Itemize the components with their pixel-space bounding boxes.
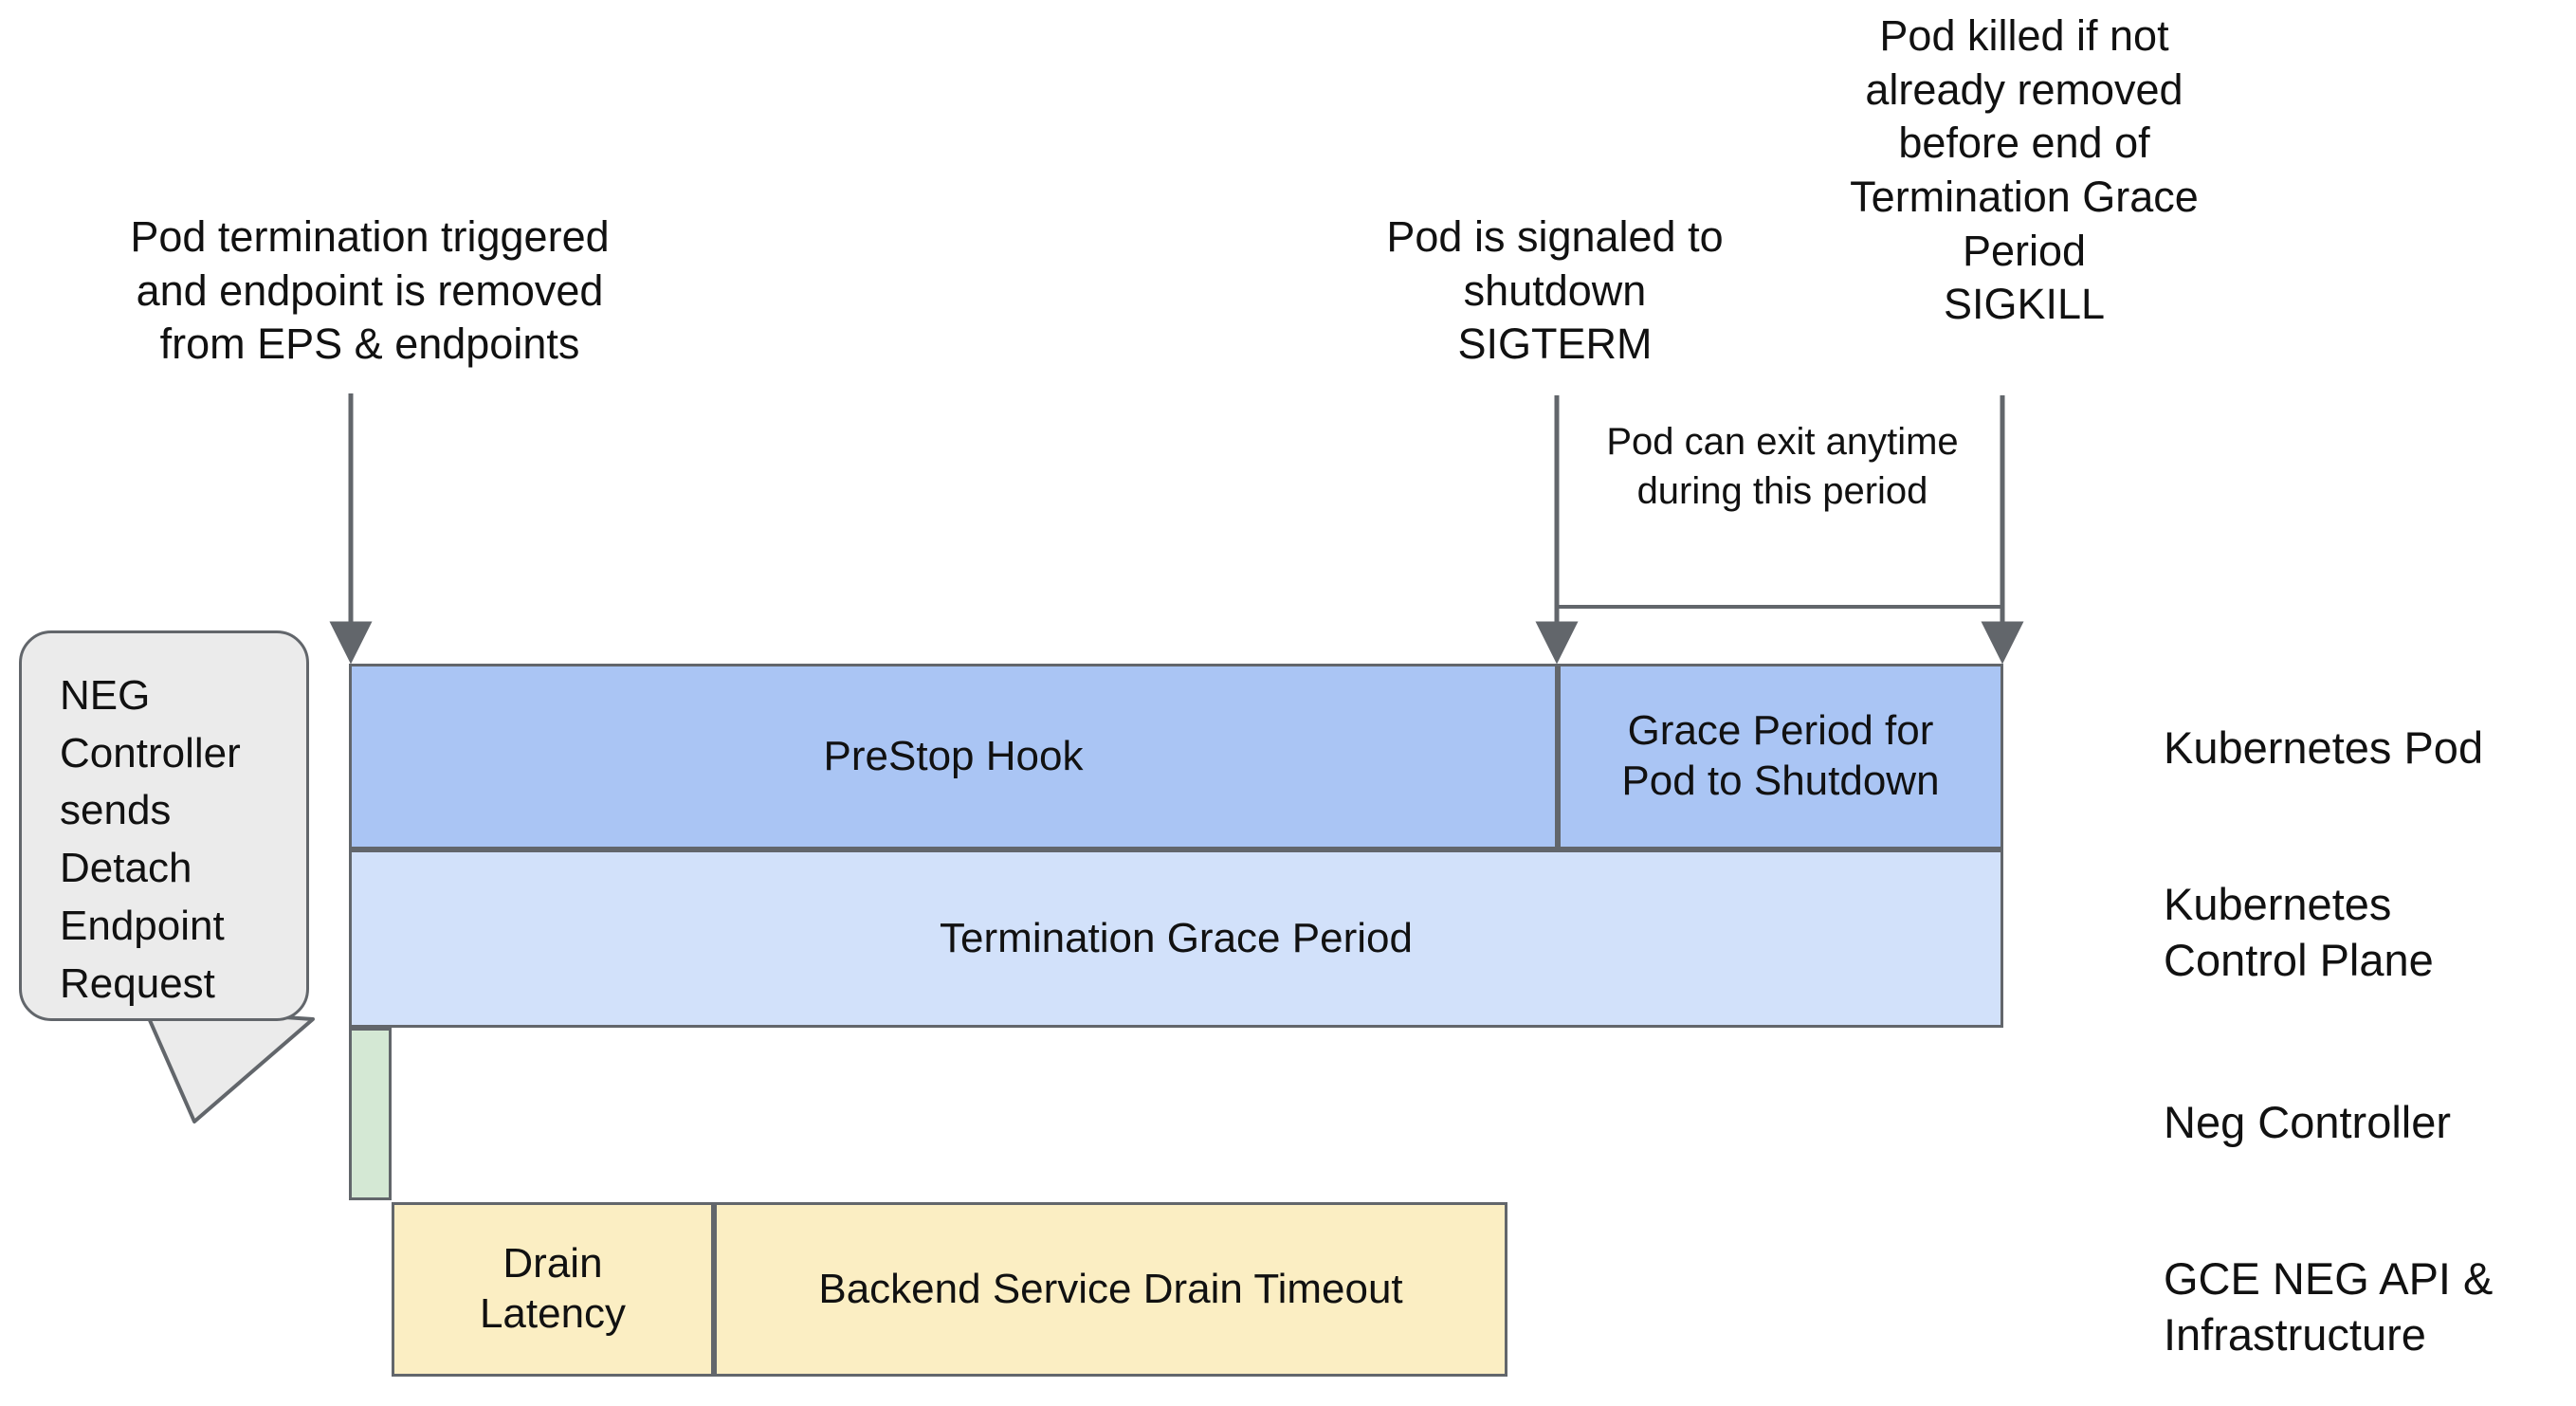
callout-neg-controller-detach: NEG Controller sends Detach Endpoint Req… [19, 630, 309, 1021]
lane-label-kubernetes-control-plane: Kubernetes Control Plane [2164, 879, 2434, 985]
lane-label-kubernetes-pod: Kubernetes Pod [2164, 722, 2484, 773]
bar-prestop-hook: PreStop Hook [349, 664, 1558, 849]
annotation-sigkill: Pod killed if not already removed before… [1850, 11, 2199, 329]
bar-drain-latency: Drain Latency [392, 1202, 714, 1377]
bar-termination-grace-period: Termination Grace Period [349, 849, 2003, 1028]
annotation-pod-can-exit-anytime: Pod can exit anytime during this period [1606, 421, 1959, 512]
bar-backend-service-drain-timeout: Backend Service Drain Timeout [714, 1202, 1507, 1377]
lane-label-neg-controller: Neg Controller [2164, 1097, 2452, 1147]
bar-neg-controller-activity [349, 1028, 392, 1200]
bar-grace-period-for-pod-to-shutdown: Grace Period for Pod to Shutdown [1558, 664, 2003, 849]
lane-label-gce-neg-api-infrastructure: GCE NEG API & Infrastructure [2164, 1253, 2494, 1360]
annotation-sigterm: Pod is signaled to shutdown SIGTERM [1386, 212, 1724, 369]
annotation-pod-termination-triggered: Pod termination triggered and endpoint i… [130, 212, 610, 369]
